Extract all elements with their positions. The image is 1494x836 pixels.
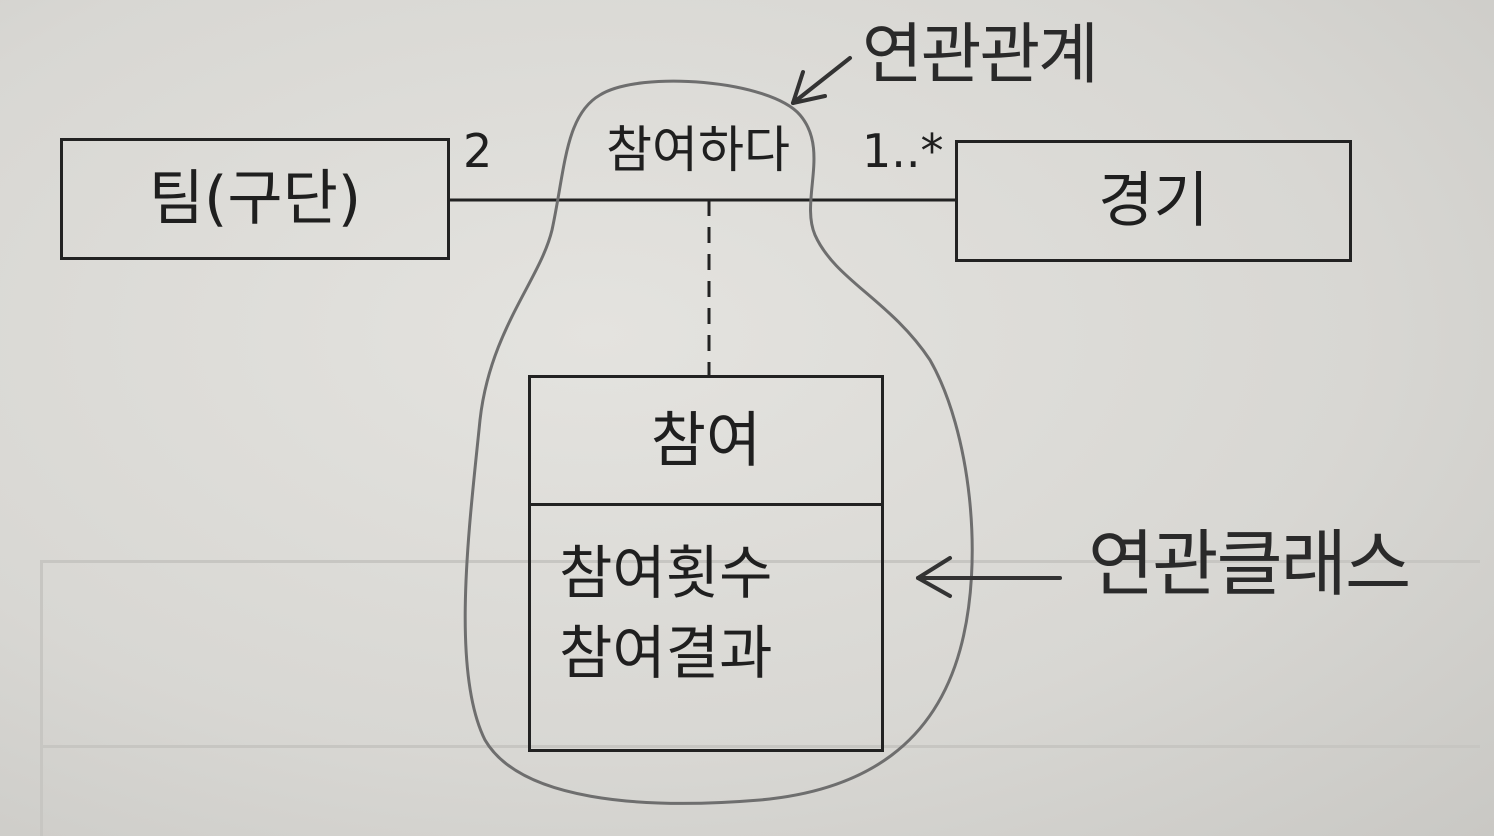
participation-class-box: 참여 참여횟수 참여결과 bbox=[528, 375, 884, 752]
association-class-annotation: 연관클래스 bbox=[1088, 522, 1411, 606]
arrow-to-association bbox=[791, 56, 852, 105]
association-name: 참여하다 bbox=[606, 121, 790, 179]
association-class-outline bbox=[463, 79, 974, 805]
team-multiplicity: 2 bbox=[463, 124, 493, 178]
team-class-name: 팀(구단) bbox=[148, 164, 362, 234]
match-class-box: 경기 bbox=[955, 140, 1352, 262]
association-annotation: 연관관계 bbox=[862, 16, 1099, 93]
team-class-box: 팀(구단) bbox=[60, 138, 450, 260]
attribute-participation-result: 참여결과 bbox=[559, 619, 773, 687]
match-multiplicity: 1..* bbox=[862, 124, 944, 178]
match-class-name: 경기 bbox=[1098, 166, 1209, 236]
participation-attributes: 참여횟수 참여결과 bbox=[531, 506, 881, 682]
participation-class-name: 참여 bbox=[650, 405, 762, 476]
arrow-to-association-class bbox=[916, 556, 1062, 598]
attribute-participation-count: 참여횟수 bbox=[559, 539, 773, 607]
participation-class-header: 참여 bbox=[531, 378, 881, 506]
